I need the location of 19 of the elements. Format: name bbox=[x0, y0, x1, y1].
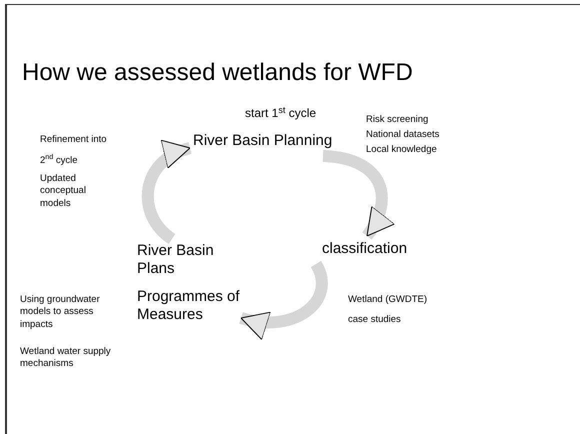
slide-title: How we assessed wetlands for WFD bbox=[22, 58, 413, 88]
note-text: Wetland (GWDTE) bbox=[348, 294, 428, 306]
stage-label: classification bbox=[322, 240, 408, 258]
curved-arrow bbox=[142, 142, 192, 244]
note-text: Local knowledge bbox=[366, 144, 438, 156]
note-text: Refinement into bbox=[40, 134, 108, 146]
note-text: Risk screening bbox=[366, 114, 430, 126]
note-text: case studies bbox=[348, 314, 402, 326]
stage-label: Programmes of Measures bbox=[137, 288, 241, 324]
note-text: Using groundwater models to assess impacts bbox=[20, 294, 101, 332]
curved-arrow bbox=[322, 150, 394, 240]
stage-label: River Basin Planning bbox=[193, 132, 334, 150]
curved-arrow bbox=[240, 261, 328, 339]
stage-label: start 1$^{st}$ cycle bbox=[245, 106, 318, 120]
note-text: National datasets bbox=[366, 129, 440, 142]
note-text: Wetland water supply mechanisms bbox=[20, 346, 112, 371]
stage-label: River Basin Plans bbox=[137, 242, 215, 278]
note-text: 2$^{nd}$ cycle bbox=[40, 155, 79, 168]
note-text: Updated conceptual models bbox=[40, 173, 87, 210]
